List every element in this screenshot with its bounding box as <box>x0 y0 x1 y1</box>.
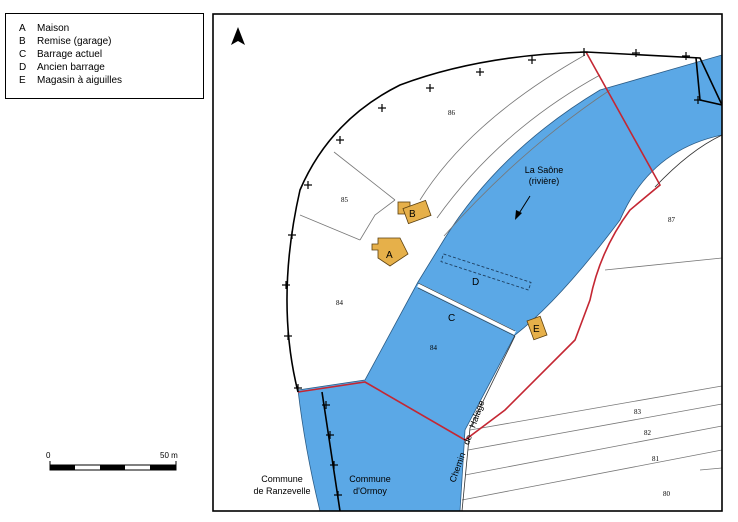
building-a <box>371 237 409 267</box>
zone-d-label: D <box>472 277 479 288</box>
parcel-81: 81 <box>652 455 660 463</box>
island-edge <box>654 134 722 188</box>
building-e <box>526 315 548 341</box>
parcel-lines <box>299 54 722 501</box>
scale-bar: 0 50 m <box>46 451 178 471</box>
property-boundary-red <box>297 51 662 441</box>
flow-arrow <box>515 195 531 220</box>
river-water <box>297 54 722 511</box>
svg-text:de: de <box>461 433 474 446</box>
boundary-crosses <box>282 48 702 499</box>
building-a-label: A <box>386 250 393 261</box>
river-name: La Saône <box>525 165 564 175</box>
map-canvas: A B E D C La Saône (rivière) Chemin de H… <box>253 48 722 511</box>
parcel-83: 83 <box>634 408 642 416</box>
old-dam-outline <box>440 253 532 291</box>
building-b-label: B <box>409 209 416 220</box>
zone-c-label: C <box>448 313 455 324</box>
commune-boundary-black <box>286 51 722 393</box>
north-arrow-icon <box>231 27 245 45</box>
commune-right-line1: Commune <box>349 474 391 484</box>
parcel-82: 82 <box>644 429 652 437</box>
parcel-85: 85 <box>341 196 349 204</box>
towpath-edges <box>461 335 516 511</box>
map-frame-border <box>212 13 723 512</box>
parcel-87: 87 <box>668 216 676 224</box>
commune-left-line1: Commune <box>261 474 303 484</box>
building-e-label: E <box>533 324 540 335</box>
current-dam <box>417 283 516 335</box>
commune-boundary-river <box>321 391 341 511</box>
commune-right-line2: d'Ormoy <box>353 486 387 496</box>
parcel-84-water: 84 <box>430 344 438 352</box>
scale-label-end: 50 m <box>160 451 178 460</box>
parcel-84-land: 84 <box>336 299 344 307</box>
parcel-numbers: 86 85 84 84 87 83 82 81 80 <box>336 109 676 498</box>
scale-label-start: 0 <box>46 451 51 460</box>
building-b <box>402 199 432 225</box>
parcel-86: 86 <box>448 109 456 117</box>
river-note: (rivière) <box>529 176 560 186</box>
commune-left-line2: de Ranzevelle <box>253 486 310 496</box>
parcel-80: 80 <box>663 490 671 498</box>
